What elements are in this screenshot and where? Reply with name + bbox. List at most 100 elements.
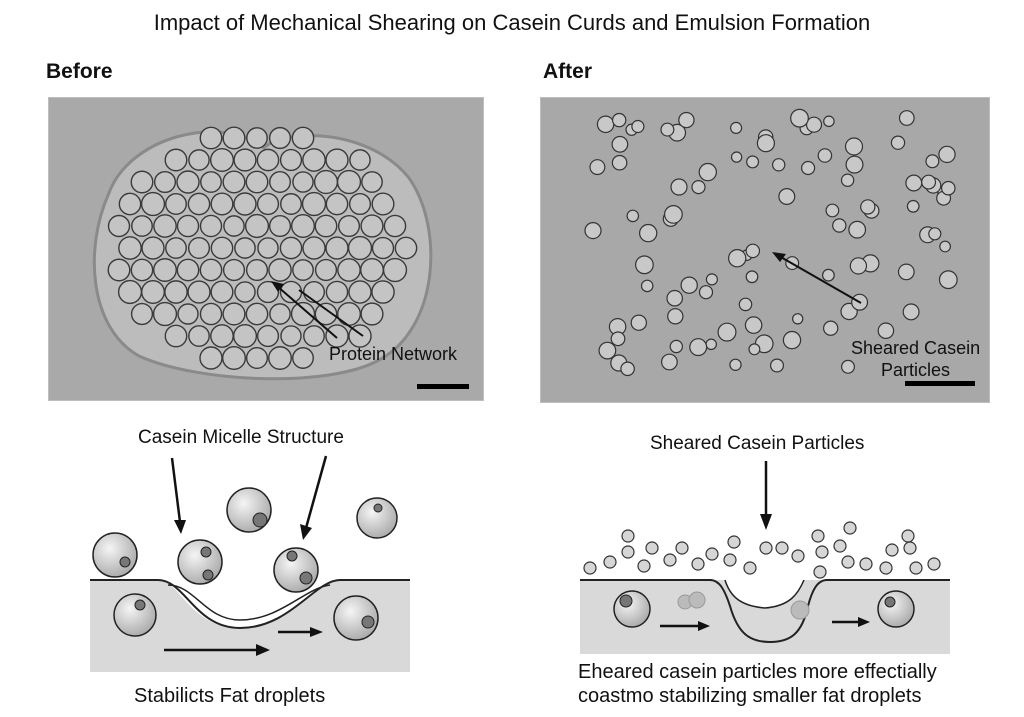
after-interface-dip [724, 579, 805, 609]
before-arrow-left [170, 457, 182, 523]
protein-cell [164, 280, 188, 304]
protein-cell [223, 215, 245, 237]
after-caption-line2: coastmo stabilizing smaller fat droplets [578, 685, 922, 707]
sheared-particle [782, 330, 802, 350]
before-flow-arrowhead-2 [310, 627, 323, 637]
sheared-particle [928, 227, 942, 241]
protein-cell [221, 345, 247, 371]
after-label: After [543, 60, 593, 83]
protein-cell [245, 302, 269, 326]
sheared-particle [840, 173, 855, 187]
small-particle [743, 561, 757, 575]
sheared-casein-label-line1: Sheared Casein [851, 338, 981, 358]
protein-cell [232, 323, 258, 349]
before-arrow-right [304, 455, 328, 529]
sheared-particle [698, 285, 714, 300]
protein-cell [153, 170, 177, 194]
protein-cell [337, 258, 361, 282]
small-particle [833, 539, 847, 553]
protein-cell [256, 324, 280, 348]
sheared-particle [610, 331, 626, 347]
sheared-particle [822, 268, 835, 282]
small-particle [815, 545, 829, 559]
protein-cell [199, 258, 223, 282]
after-caption-line1: Eheared casein particles more effectiall… [578, 661, 937, 683]
protein-cell [187, 280, 211, 304]
protein-cell [314, 258, 338, 282]
fat-droplet-left [613, 590, 651, 628]
sheared-casein-particles-title: Sheared Casein Particles [650, 433, 865, 454]
before-pointer-arrow-1 [276, 285, 338, 339]
protein-cell [153, 258, 177, 282]
sheared-particle [744, 316, 763, 334]
sheared-particle [729, 358, 742, 371]
sheared-particle [801, 160, 816, 176]
protein-cell [209, 147, 235, 173]
sheared-particle [897, 263, 915, 281]
sheared-particle [638, 223, 658, 243]
protein-cell [349, 149, 371, 171]
sheared-particle [660, 122, 675, 137]
before-arrowhead-right [300, 524, 312, 540]
protein-cell [292, 171, 314, 193]
protein-cell [383, 214, 407, 238]
sheared-particle [738, 297, 753, 312]
protein-cell [199, 302, 223, 326]
before-scale-bar [417, 384, 469, 389]
protein-cell [118, 192, 142, 216]
sheared-particle [770, 358, 785, 373]
before-interface-line-2 [167, 584, 331, 621]
protein-cell [164, 148, 188, 172]
sheared-casein-label: Sheared Casein Particles [851, 337, 980, 381]
sheared-particle [844, 137, 864, 156]
small-particle [841, 555, 855, 569]
protein-cell [394, 236, 418, 260]
protein-cell [199, 346, 223, 370]
sheared-particle [745, 270, 759, 284]
fat-droplet-right [877, 590, 915, 628]
protein-cell [176, 170, 200, 194]
small-particle [691, 557, 705, 571]
sheared-particle [832, 218, 847, 233]
protein-cell [268, 214, 292, 238]
small-particle [901, 529, 915, 543]
protein-cell [131, 215, 153, 237]
protein-cell [371, 192, 395, 216]
small-particle [903, 541, 917, 555]
sheared-particle [717, 322, 737, 342]
sheared-particle [825, 203, 840, 218]
protein-cell [268, 346, 292, 370]
protein-cell [222, 126, 246, 150]
small-particle [675, 541, 689, 555]
protein-cell [360, 214, 384, 238]
protein-cell [222, 258, 246, 282]
protein-cell [268, 258, 292, 282]
sheared-particle [698, 162, 717, 182]
sheared-particle [667, 308, 684, 325]
small-particle [621, 545, 635, 559]
protein-cell [234, 237, 256, 259]
protein-cell [325, 280, 349, 304]
small-particle [723, 553, 737, 567]
protein-cell [107, 214, 131, 238]
after-arrowhead-down [760, 514, 772, 530]
protein-cell [361, 171, 383, 193]
sheared-particle [598, 341, 617, 360]
small-particle [859, 557, 873, 571]
protein-cell [336, 169, 362, 195]
sheared-particle [727, 248, 747, 268]
protein-cell [360, 258, 384, 282]
protein-cell [256, 280, 280, 304]
sheared-particle [705, 273, 718, 286]
sheared-particle [906, 199, 920, 213]
small-particle [645, 541, 659, 555]
sheared-particle [689, 338, 708, 357]
sheared-particle [669, 339, 683, 354]
protein-cell [118, 236, 142, 260]
sheared-particle [691, 179, 706, 195]
protein-cell [199, 214, 223, 238]
protein-cell [292, 347, 314, 369]
sheared-particle [817, 148, 833, 163]
sheared-particle [778, 187, 796, 205]
protein-cell [130, 170, 154, 194]
